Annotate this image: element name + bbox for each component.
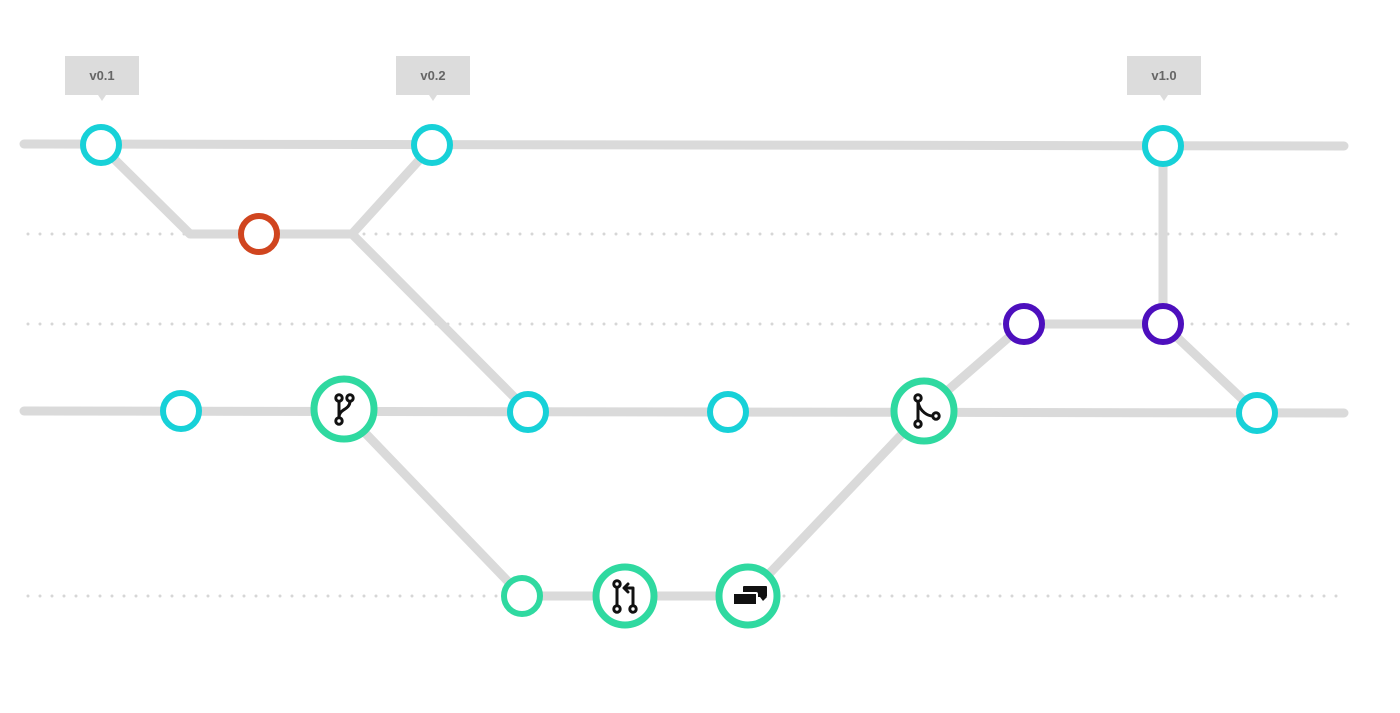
branch-event[interactable] [310, 375, 378, 443]
comment-discussion-icon [732, 586, 767, 606]
pull-request-event-ring [592, 563, 658, 629]
tag-v01-label: v0.1 [89, 68, 114, 83]
release-track [919, 319, 1262, 418]
pull-request-icon [612, 579, 638, 614]
commit-nodes [80, 124, 1278, 617]
pull-request-event[interactable] [592, 563, 658, 629]
commit-hotfix[interactable] [238, 213, 280, 255]
commit-main-v02[interactable] [411, 124, 453, 166]
commit-develop-1[interactable] [160, 390, 202, 432]
commit-release-1[interactable] [1003, 303, 1045, 345]
main-branch-track [19, 139, 1349, 151]
tag-v10: v1.0 [1127, 56, 1201, 101]
hotfix-to-develop-track [347, 229, 533, 416]
commit-develop-3[interactable] [707, 391, 749, 433]
commit-main-v01[interactable] [80, 124, 122, 166]
branch-tracks [19, 139, 1349, 601]
commit-develop-4[interactable] [1236, 392, 1278, 434]
tag-v10-label: v1.0 [1151, 68, 1176, 83]
tag-v01-box [65, 56, 139, 95]
tag-v10-pointer [1160, 95, 1168, 101]
tag-v02-box [396, 56, 470, 95]
git-merge-icon [913, 393, 941, 429]
git-branch-icon [334, 393, 355, 426]
guide-lines [26, 232, 1358, 598]
commit-release-2[interactable] [1142, 303, 1184, 345]
tag-v02: v0.2 [396, 56, 470, 101]
commit-feature-1[interactable] [501, 575, 543, 617]
tag-v01: v0.1 [65, 56, 139, 101]
discussion-event[interactable] [715, 563, 781, 629]
merge-event[interactable] [890, 377, 958, 445]
tag-v01-pointer [98, 95, 106, 101]
develop-branch-track [19, 406, 1349, 418]
tag-v02-pointer [429, 95, 437, 101]
commit-main-v10[interactable] [1142, 125, 1184, 167]
tag-v02-label: v0.2 [420, 68, 445, 83]
commit-develop-2[interactable] [507, 391, 549, 433]
tag-v10-box [1127, 56, 1201, 95]
